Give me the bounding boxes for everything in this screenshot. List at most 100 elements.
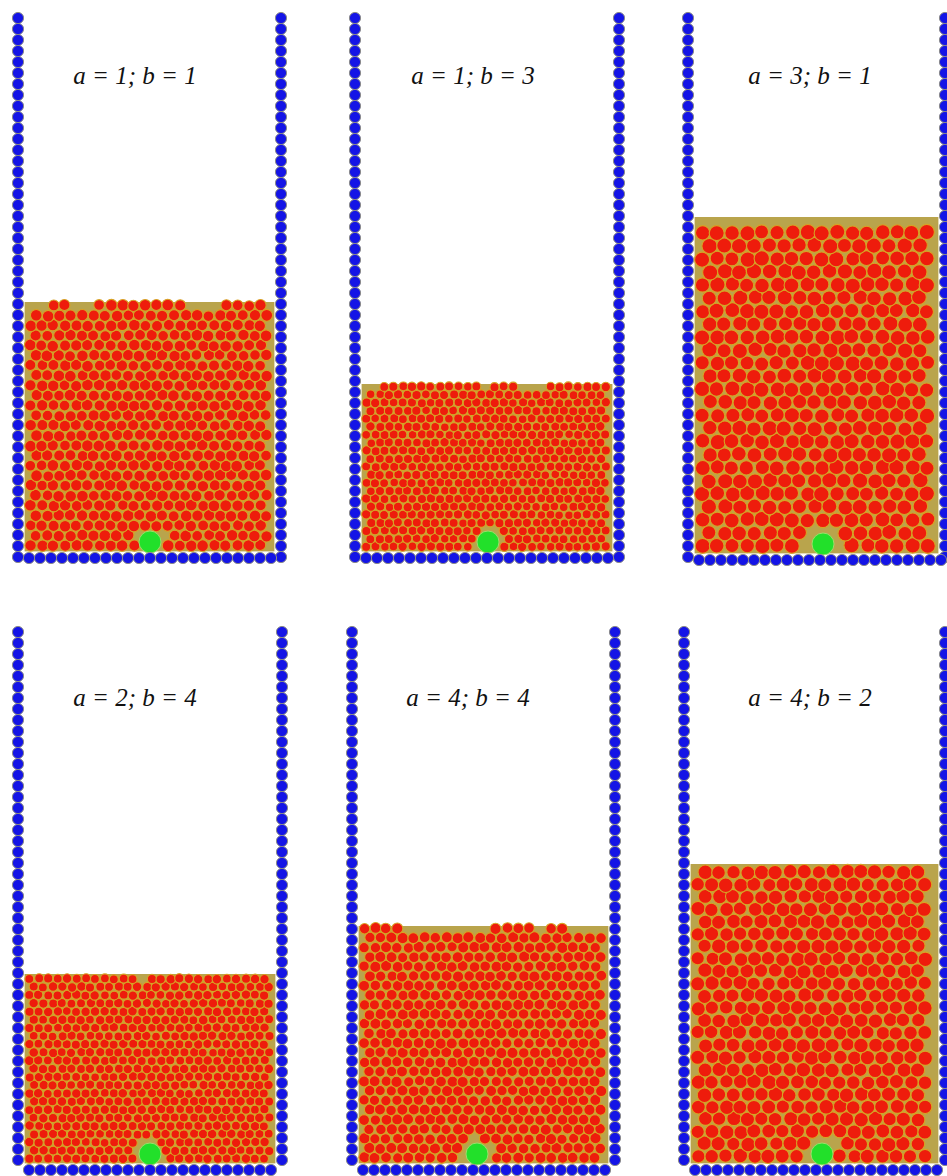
particle	[573, 511, 582, 520]
particle	[436, 382, 445, 391]
wall-particle	[613, 298, 624, 309]
particle	[91, 1138, 100, 1147]
wall-particle	[939, 56, 947, 67]
wall-particle	[939, 12, 947, 23]
wall-particle	[12, 386, 23, 397]
wall-particle	[613, 364, 624, 375]
particle	[117, 340, 128, 351]
wall-particle	[613, 111, 624, 122]
wall-particle	[12, 397, 23, 408]
wall-particle	[349, 177, 360, 188]
wall-particle	[547, 552, 558, 563]
particle	[559, 503, 568, 512]
wall-particle	[682, 452, 693, 463]
particle	[458, 471, 467, 480]
particle	[481, 462, 490, 471]
wall-particle	[349, 265, 360, 276]
particle	[174, 440, 186, 452]
wall-particle	[12, 408, 23, 419]
particle	[587, 406, 596, 415]
particle	[596, 406, 605, 415]
packing-ground	[25, 974, 276, 1163]
particle	[208, 341, 219, 352]
particle	[384, 519, 393, 528]
particle	[799, 251, 814, 266]
particle	[25, 320, 37, 332]
wall-particle	[12, 177, 23, 188]
wall-particle	[613, 397, 624, 408]
particle	[139, 300, 151, 312]
particle	[59, 299, 70, 310]
particle	[762, 238, 776, 252]
particle	[733, 396, 748, 411]
particle	[394, 535, 403, 544]
particle	[179, 1113, 188, 1122]
wall-particle	[275, 221, 286, 232]
wall-particle	[275, 309, 286, 320]
particle	[807, 317, 821, 331]
wall-particle	[682, 144, 693, 155]
wall-particle	[492, 552, 503, 563]
particle	[859, 487, 873, 501]
particle	[59, 520, 70, 531]
wall-particle	[682, 485, 693, 496]
wall-particle	[902, 554, 913, 565]
particle	[852, 317, 867, 332]
particle	[486, 503, 495, 512]
particle	[34, 1105, 43, 1114]
particle	[146, 450, 158, 462]
wall-particle	[275, 56, 286, 67]
particle	[799, 304, 814, 319]
particle	[830, 224, 845, 239]
wall-particle	[939, 276, 947, 287]
wall-particle	[613, 122, 624, 133]
wall-particle	[275, 485, 286, 496]
particle	[147, 1105, 157, 1115]
particle	[140, 339, 152, 351]
particle	[255, 300, 266, 311]
particle	[76, 430, 87, 441]
particle	[171, 1147, 180, 1156]
particle	[232, 380, 243, 391]
wall-particle	[349, 56, 360, 67]
wall-particle	[939, 485, 947, 496]
particle	[220, 320, 232, 332]
wall-particle	[349, 243, 360, 254]
particle	[495, 519, 504, 528]
wall-particle	[939, 364, 947, 375]
wall-particle	[275, 133, 286, 144]
wall-particle	[939, 111, 947, 122]
particle	[65, 411, 76, 422]
particle	[695, 538, 710, 553]
particle	[444, 527, 453, 536]
particle	[717, 291, 732, 306]
particle	[806, 265, 821, 280]
particle	[846, 487, 860, 501]
wall-particle	[12, 364, 23, 375]
wall-particle	[349, 45, 360, 56]
wall-particle	[682, 122, 693, 133]
particle	[784, 251, 799, 266]
wall-particle	[275, 210, 286, 221]
particle	[181, 410, 192, 421]
particle	[763, 396, 777, 410]
particle	[43, 471, 54, 482]
particle	[807, 474, 822, 489]
wall-particle	[613, 430, 624, 441]
wall-particle	[858, 554, 869, 565]
particle	[776, 421, 791, 436]
particle	[250, 1105, 259, 1114]
particle	[180, 371, 191, 382]
particle	[404, 518, 413, 527]
particle	[822, 291, 836, 305]
wall-particle	[682, 155, 693, 166]
particle	[59, 461, 70, 472]
particle	[203, 411, 214, 422]
particle	[889, 357, 904, 372]
particle	[110, 510, 122, 522]
particle	[701, 474, 716, 489]
particle	[231, 1138, 240, 1147]
wall-particle	[613, 23, 624, 34]
wall-particle	[12, 430, 23, 441]
particle	[99, 510, 110, 521]
